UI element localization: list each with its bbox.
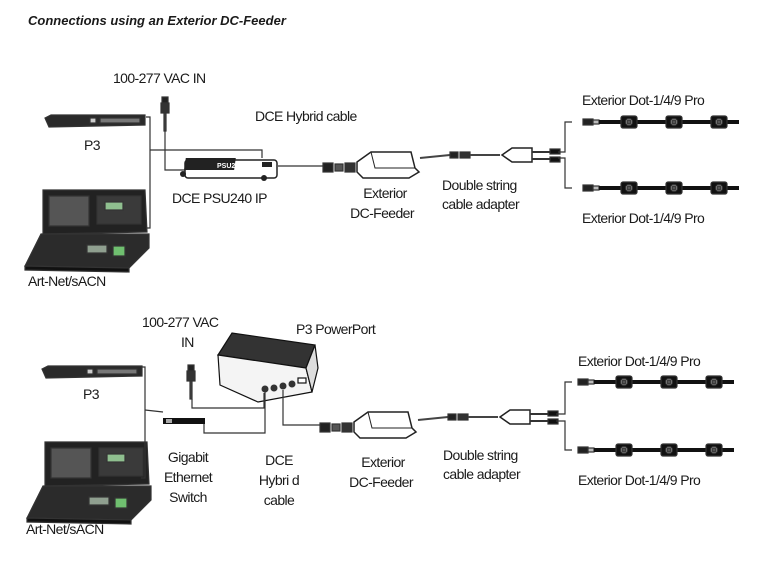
console-icon	[26, 441, 152, 525]
switch-to-powerport-line	[203, 390, 266, 434]
double-string-adapter-icon	[419, 147, 561, 163]
adapter-label-line1: Double string	[442, 177, 517, 193]
diagram1-graphics: PSU240 IP	[24, 96, 741, 273]
dot-string-bottom-icon	[576, 442, 736, 458]
feeder-label-line2: DC-Feeder	[350, 205, 414, 221]
psu-icon	[180, 158, 278, 181]
dot-bottom-label: Exterior Dot-1/4/9 Pro	[582, 210, 705, 226]
adapter-label-line2: cable adapter	[443, 466, 521, 482]
console-icon	[24, 189, 150, 273]
dot-string-bottom-icon	[581, 180, 741, 196]
string-bracket-bottom	[556, 420, 572, 451]
dot-string-top-icon	[576, 374, 736, 390]
switch-label-line3: Switch	[169, 489, 207, 505]
console-label: Art-Net/sACN	[26, 521, 104, 537]
hybrid-cable-line	[282, 390, 320, 426]
hybrid-cable-label: DCE Hybrid cable	[255, 108, 357, 124]
powerport-icon	[216, 332, 319, 403]
vac-label-line2: IN	[181, 334, 194, 350]
network-bracket-line	[141, 366, 146, 479]
cable-label-line1: DCE	[265, 452, 293, 468]
p3-device-icon	[41, 365, 143, 379]
power-line	[164, 131, 185, 171]
string-bracket-bottom	[558, 157, 572, 189]
powerport-label: P3 PowerPort	[296, 321, 376, 337]
dc-feeder-icon	[322, 151, 420, 179]
string-bracket-top	[556, 381, 572, 415]
dot-bottom-label: Exterior Dot-1/4/9 Pro	[578, 472, 701, 488]
cable-label-line3: cable	[263, 492, 295, 508]
power-line	[191, 393, 265, 409]
psu-label: DCE PSU240 IP	[172, 190, 268, 206]
cable-label-line2: Hybri d	[258, 472, 300, 488]
feeder-label-line1: Exterior	[363, 185, 407, 201]
psu-marking: PSU240 IP	[217, 163, 252, 170]
adapter-label-line1: Double string	[443, 447, 518, 463]
vac-in-label: 100-277 VAC IN	[113, 70, 206, 86]
adapter-label-line2: cable adapter	[442, 196, 520, 212]
switch-label-line2: Ethernet	[163, 469, 213, 485]
feeder-label-line1: Exterior	[361, 454, 405, 470]
network-line	[144, 409, 164, 413]
console-label: Art-Net/sACN	[28, 273, 106, 289]
dc-feeder-icon	[319, 411, 417, 439]
string-bracket-top	[558, 121, 572, 153]
power-plug-icon	[160, 96, 170, 132]
dot-string-top-icon	[581, 114, 741, 130]
network-bracket-line	[146, 116, 151, 229]
feeder-label-line2: DC-Feeder	[349, 474, 413, 490]
ethernet-switch-icon	[163, 418, 205, 424]
dot-top-label: Exterior Dot-1/4/9 Pro	[582, 92, 705, 108]
network-line	[150, 149, 263, 158]
switch-label-line1: Gigabit	[167, 449, 209, 465]
double-string-adapter-icon	[417, 409, 559, 425]
diagram2-graphics	[26, 332, 736, 525]
page-title: Connections using an Exterior DC-Feeder	[28, 13, 286, 28]
p3-device-icon	[44, 114, 146, 128]
power-plug-icon	[186, 364, 196, 400]
p3-label: P3	[83, 386, 100, 402]
p3-label: P3	[84, 137, 101, 153]
vac-label-line1: 100-277 VAC	[142, 314, 219, 330]
dot-top-label: Exterior Dot-1/4/9 Pro	[578, 353, 701, 369]
